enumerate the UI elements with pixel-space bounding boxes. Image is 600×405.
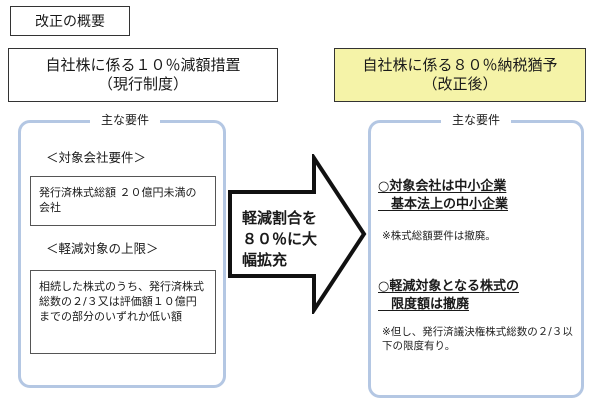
target-company-requirement: ○対象会社は中小企業 基本法上の中小企業 [378, 178, 578, 214]
current-system-subtitle: （現行制度） [97, 75, 188, 93]
revised-system-subtitle: （改正後） [422, 75, 498, 93]
reduction-limit-heading: ＜軽減対象の上限＞ [46, 241, 159, 256]
limit-requirement: ○軽減対象となる株式の 限度額は撤廃 [378, 278, 578, 314]
arrow-text-line-1: 軽減割合を [242, 209, 318, 227]
current-system-title: 自社株に係る１０％減額措置 [45, 55, 241, 74]
arrow-text: 軽減割合を ８０％に大 幅拡充 [242, 208, 328, 271]
revised-requirements-panel [368, 120, 584, 398]
expansion-arrow [228, 154, 367, 314]
page-title: 改正の概要 [10, 6, 130, 36]
requirement-2-line-2: 限度額は撤廃 [378, 297, 470, 312]
current-requirements-label: 主な要件 [90, 112, 160, 128]
arrow-text-line-2: ８０％に大 [242, 230, 318, 248]
target-company-heading: ＜対象会社要件＞ [46, 150, 147, 165]
requirement-1-line-1: ○対象会社は中小企業 [378, 179, 507, 194]
arrow-shape [228, 154, 367, 314]
revised-system-title: 自社株に係る８０％納税猶予 [362, 55, 558, 74]
requirement-2-note: ※但し、発行済議決権株式総数の２/３以下の限度有り。 [382, 326, 573, 352]
revised-requirements-label: 主な要件 [441, 112, 511, 128]
current-system-header: 自社株に係る１０％減額措置 （現行制度） [8, 48, 278, 102]
reduction-limit-box: 相続した株式のうち、発行済株式総数の２/３又は評価額１０億円までの部分のいずれか… [30, 270, 216, 354]
requirement-1-line-2: 基本法上の中小企業 [378, 197, 509, 212]
requirement-1-note: ※株式総額要件は撤廃。 [382, 230, 496, 242]
target-company-box: 発行済株式総額 ２０億円未満の会社 [30, 176, 216, 226]
revised-system-header: 自社株に係る８０％納税猶予 （改正後） [334, 48, 586, 102]
requirement-2-line-1: ○軽減対象となる株式の [378, 279, 519, 294]
arrow-text-line-3: 幅拡充 [242, 251, 288, 269]
